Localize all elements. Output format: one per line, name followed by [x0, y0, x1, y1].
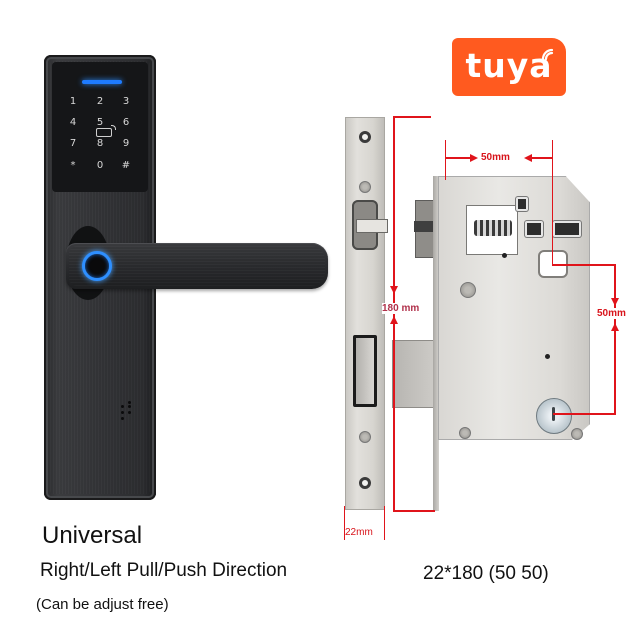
caption-spec: 22*180 (50 50) [423, 563, 549, 584]
speaker-hole [121, 417, 124, 420]
faceplate-width-label: 22mm [345, 527, 373, 538]
wifi-signal-icon [541, 48, 554, 61]
arrow-right-icon [470, 154, 478, 162]
dimension-line-backset [532, 157, 552, 159]
screw-icon [359, 181, 371, 193]
spring-icon [474, 220, 512, 236]
screw-icon [459, 427, 471, 439]
deadbolt-side [392, 340, 440, 408]
fingerprint-sensor-icon[interactable] [82, 251, 112, 281]
keypad-key-3[interactable]: 3 [122, 96, 130, 107]
status-led [82, 80, 122, 84]
height-label: 180 mm [382, 303, 420, 314]
keypad-key-1[interactable]: 1 [69, 96, 77, 107]
screw-icon [460, 282, 476, 298]
keypad-key-hash[interactable]: # [121, 160, 131, 171]
card-reader-icon [96, 125, 116, 137]
latch-bar [414, 221, 436, 232]
case-slot [525, 221, 543, 237]
center-distance-label: 50mm [597, 308, 626, 319]
arrow-up-icon [390, 316, 398, 324]
tuya-logo: tuya [452, 38, 566, 96]
dimension-line-center [614, 264, 616, 414]
dimension-tick [445, 140, 446, 180]
dimension-tick [384, 506, 385, 540]
keypad-key-5[interactable]: 5 [96, 117, 104, 128]
dimension-tick [553, 413, 616, 415]
case-slot [516, 197, 528, 211]
speaker-hole [128, 411, 131, 414]
speaker-hole [121, 411, 124, 414]
dimension-tick [552, 140, 553, 266]
keypad-key-7[interactable]: 7 [69, 138, 77, 149]
keypad-key-9[interactable]: 9 [122, 138, 130, 149]
screw-icon [359, 431, 371, 443]
caption-direction: Right/Left Pull/Push Direction [40, 560, 288, 581]
brand-name: tuya [465, 45, 553, 85]
case-dot [545, 354, 550, 359]
screw-icon [571, 428, 583, 440]
keypad-key-4[interactable]: 4 [69, 117, 77, 128]
keypad-key-star[interactable]: * [70, 160, 76, 171]
deadbolt-opening [353, 335, 377, 407]
dimension-tick [393, 116, 431, 118]
mounting-hole [359, 131, 371, 143]
mounting-hole [359, 477, 371, 489]
dimension-line-backset [446, 157, 470, 159]
keypad-key-0[interactable]: 0 [96, 160, 104, 171]
speaker-hole [128, 401, 131, 404]
dimension-tick [344, 506, 345, 540]
keypad-key-2[interactable]: 2 [96, 96, 104, 107]
speaker-hole [128, 405, 131, 408]
case-dot [502, 253, 507, 258]
mortise-faceplate [345, 117, 385, 510]
backset-label: 50mm [481, 152, 510, 163]
arrow-down-icon [611, 298, 619, 306]
caption-title: Universal [42, 522, 143, 549]
dimension-tick [552, 264, 616, 266]
key-cylinder-icon [536, 398, 572, 434]
speaker-hole [121, 405, 124, 408]
arrow-left-icon [524, 154, 532, 162]
case-slot [553, 221, 581, 237]
caption-adjust-note: (Can be adjust free) [36, 596, 169, 613]
arrow-down-icon [390, 286, 398, 294]
arrow-up-icon [611, 323, 619, 331]
keypad-key-6[interactable]: 6 [122, 117, 130, 128]
dimension-tick [393, 510, 435, 512]
case-front-edge [433, 176, 439, 511]
keypad-key-8[interactable]: 8 [96, 138, 104, 149]
latch-bolt [356, 219, 388, 233]
